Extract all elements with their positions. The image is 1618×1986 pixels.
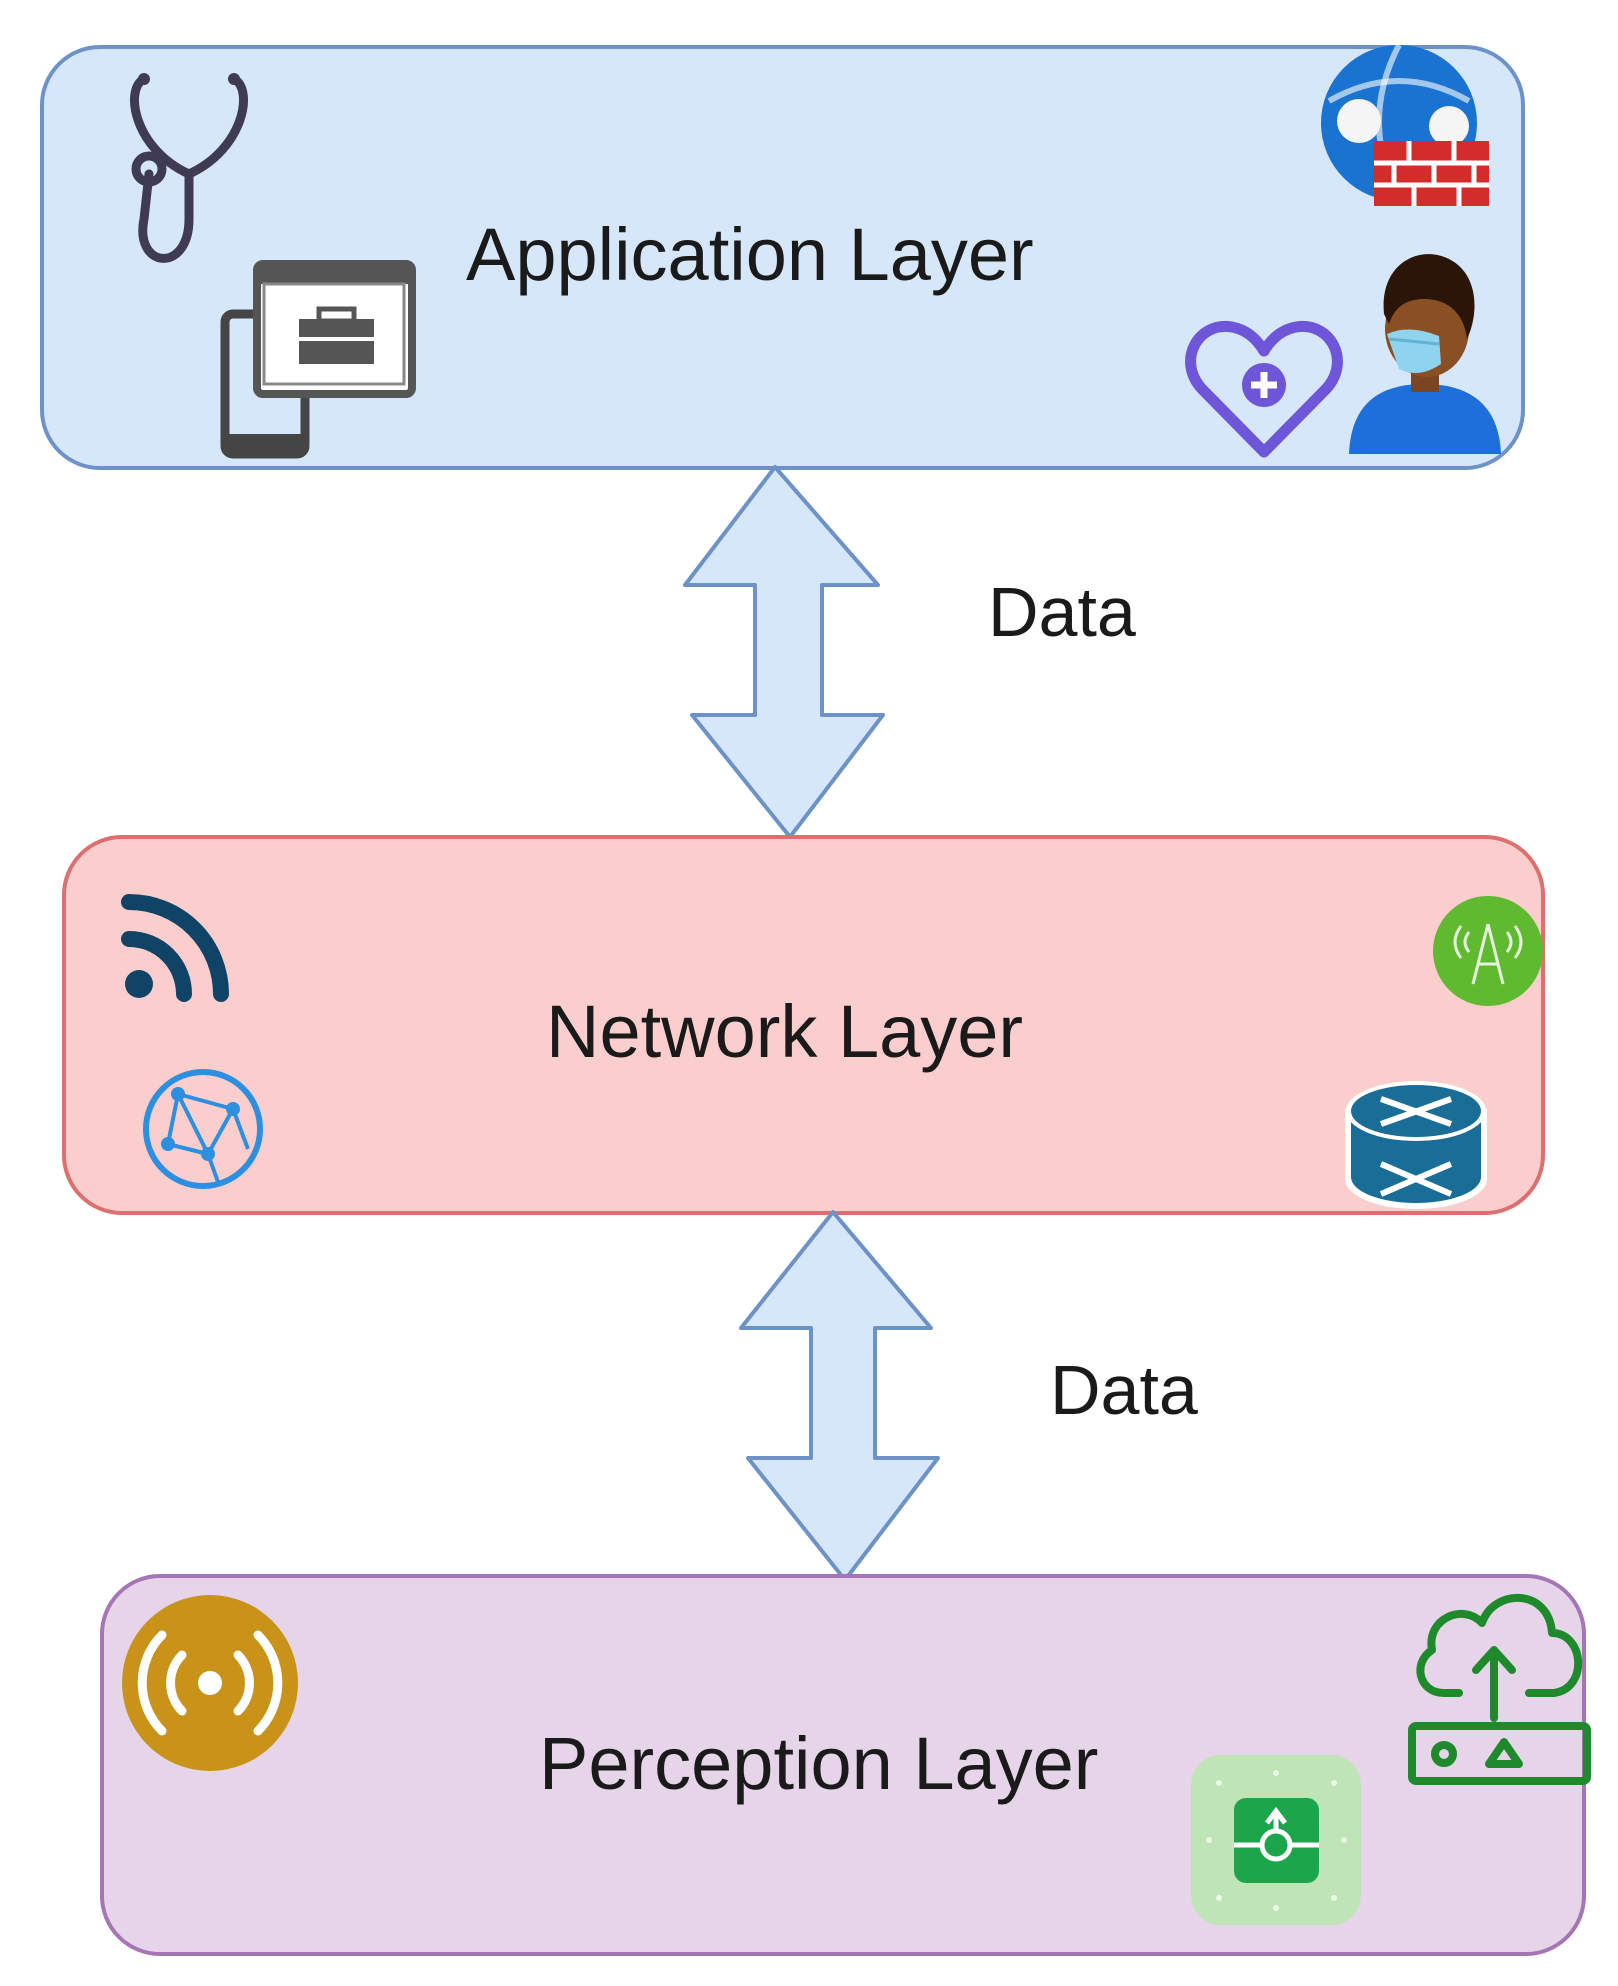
application-layer-box: Application Layer [40,43,1525,470]
router-icon [1345,1081,1487,1209]
cell-tower-icon [1433,896,1543,1006]
lower-data-label: Data [1050,1351,1198,1429]
network-layer-box: Network Layer [62,835,1545,1215]
masked-person-icon [1349,254,1501,454]
lower-data-arrow [739,1210,940,1582]
perception-layer-title: Perception Layer [539,1722,1099,1805]
application-layer-title: Application Layer [466,213,1034,296]
iot-device-icon [1191,1755,1361,1925]
perception-layer-box: Perception Layer [100,1574,1591,1956]
upper-data-label: Data [988,573,1136,651]
stethoscope-icon [130,73,248,263]
rss-feed-icon [121,894,229,1002]
wireless-sensor-icon [122,1595,298,1771]
cloud-upload-device-icon [1408,1594,1591,1785]
health-heart-icon [1185,320,1343,458]
network-layer-title: Network Layer [546,990,1024,1073]
globe-firewall-icon [1321,43,1489,206]
upper-data-arrow [683,465,885,839]
mobile-app-icon [220,260,416,459]
network-globe-icon [143,1069,263,1189]
